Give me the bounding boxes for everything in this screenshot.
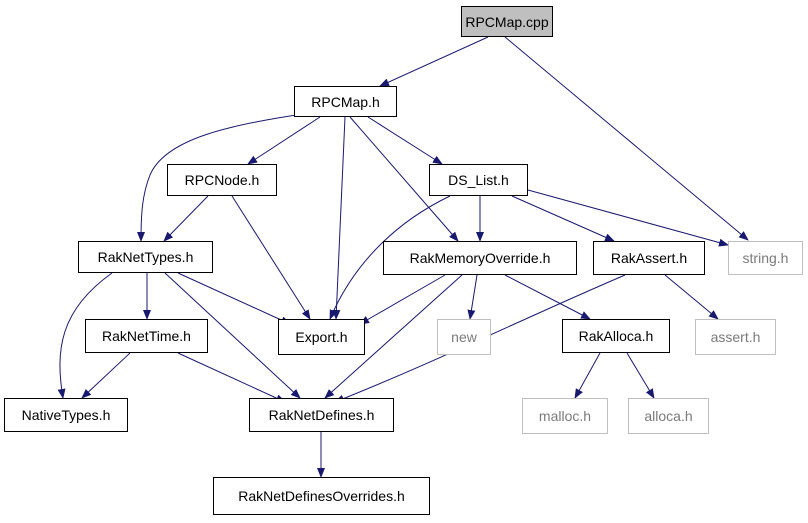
node-rpcnode-h[interactable]: RPCNode.h xyxy=(167,164,277,196)
edge-ds-list-h-to-rakassert-h xyxy=(511,195,615,242)
node-raknettime-h[interactable]: RakNetTime.h xyxy=(85,319,208,353)
edge-rakmemoryoverride-h-to-rakalloca-h xyxy=(504,274,591,320)
edge-rakalloca-h-to-malloc-h xyxy=(574,352,601,399)
edge-rpcnode-h-to-raknettypes-h xyxy=(163,195,209,242)
edge-rpcmap-h-to-rpcnode-h xyxy=(247,116,321,165)
node-nativetypes-h[interactable]: NativeTypes.h xyxy=(4,398,128,432)
edge-rpcmap-cpp-to-string-h xyxy=(504,36,749,241)
node-rpcmap-cpp[interactable]: RPCMap.cpp xyxy=(461,6,553,37)
edge-rpcmap-h-to-ds-list-h xyxy=(367,116,443,165)
edge-raknettypes-h-to-raknetdefines-h xyxy=(164,272,301,399)
node-ds-list-h[interactable]: DS_List.h xyxy=(429,164,528,196)
node-alloca-h[interactable]: alloca.h xyxy=(628,398,709,434)
node-rpcmap-h[interactable]: RPCMap.h xyxy=(294,86,397,117)
node-raknetdefines-h[interactable]: RakNetDefines.h xyxy=(249,398,394,432)
edge-rpcmap-cpp-to-rpcmap-h xyxy=(379,36,489,87)
edge-rakassert-h-to-assert-h xyxy=(664,274,719,320)
edge-ds-list-h-to-string-h xyxy=(527,189,729,247)
node-string-h[interactable]: string.h xyxy=(728,241,803,275)
node-new[interactable]: new xyxy=(437,319,491,355)
edge-rakalloca-h-to-alloca-h xyxy=(626,352,655,399)
node-rakassert-h[interactable]: RakAssert.h xyxy=(593,241,705,275)
edge-rpcmap-h-to-export-h xyxy=(332,116,346,320)
edge-rpcmap-h-to-rakmemoryoverride-h xyxy=(349,116,459,242)
edge-rakmemoryoverride-h-to-new xyxy=(467,274,478,320)
node-rakmemoryoverride-h[interactable]: RakMemoryOverride.h xyxy=(383,241,577,275)
edge-raknettypes-h-to-nativetypes-h xyxy=(57,272,113,399)
node-malloc-h[interactable]: malloc.h xyxy=(522,398,608,434)
node-raknettypes-h[interactable]: RakNetTypes.h xyxy=(78,241,213,273)
edge-rpcnode-h-to-export-h xyxy=(231,195,311,320)
edge-ds-list-h-to-export-h xyxy=(329,195,451,320)
node-rakalloca-h[interactable]: RakAlloca.h xyxy=(562,319,670,353)
edge-rakmemoryoverride-h-to-export-h xyxy=(359,274,446,325)
edge-raknettime-h-to-nativetypes-h xyxy=(81,352,131,399)
node-export-h[interactable]: Export.h xyxy=(278,319,365,355)
node-raknetdefinesoverrides-h[interactable]: RakNetDefinesOverrides.h xyxy=(213,477,430,515)
edge-raknettime-h-to-raknetdefines-h xyxy=(177,352,286,403)
edge-rakmemoryoverride-h-to-raknetdefines-h xyxy=(324,274,463,399)
edge-rpcmap-h-to-raknettypes-h xyxy=(137,112,311,242)
edge-raknettypes-h-to-export-h xyxy=(177,272,291,325)
node-assert-h[interactable]: assert.h xyxy=(695,319,776,355)
